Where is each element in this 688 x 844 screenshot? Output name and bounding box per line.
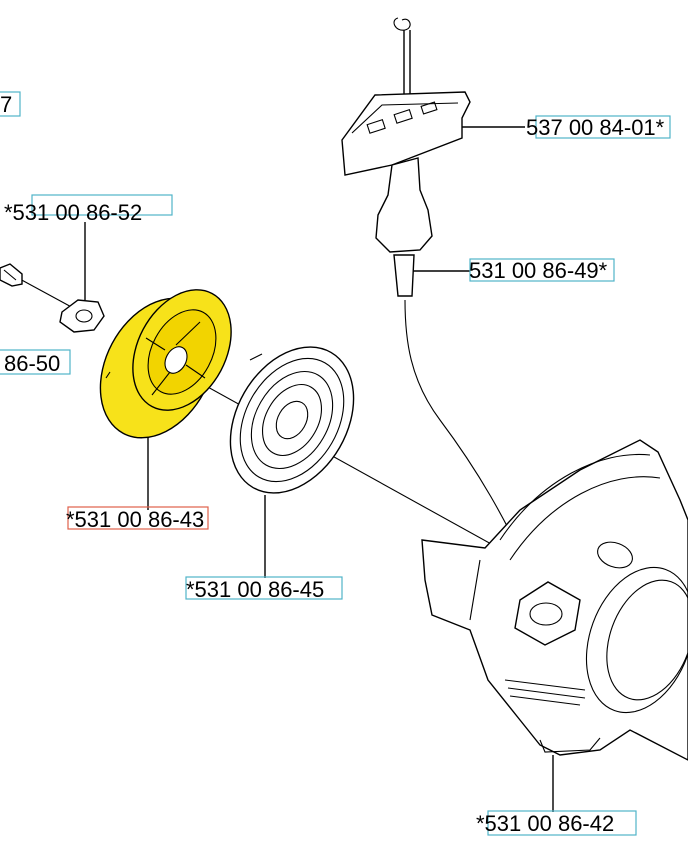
label-box-spring: [185, 576, 343, 600]
recoil-spring: [229, 346, 355, 494]
label-housing[interactable]: *531 00 86-42: [476, 811, 614, 836]
label-box-housing: [487, 810, 637, 836]
label-box-pulley: [67, 506, 209, 530]
label-boxes: [0, 91, 671, 836]
starter-handle: [341, 17, 471, 297]
label-box-partial-top: [0, 91, 21, 117]
label-handle[interactable]: 537 00 84-01*: [526, 115, 665, 140]
bolt: [0, 263, 23, 287]
pulley: [99, 289, 232, 439]
starter-housing: [421, 439, 688, 761]
label-bolt-washer[interactable]: *531 00 86-52: [4, 200, 142, 225]
label-spring[interactable]: *531 00 86-45: [186, 577, 324, 602]
label-rope[interactable]: 531 00 86-49*: [469, 258, 608, 283]
label-pulley[interactable]: *531 00 86-43: [66, 507, 204, 532]
label-box-bolt-washer: [31, 194, 173, 216]
label-partial-top[interactable]: 7: [0, 92, 12, 117]
washer: [59, 299, 105, 333]
label-box-partial-left: [0, 349, 71, 375]
label-box-rope: [469, 258, 615, 282]
part-labels: 7 *531 00 86-52 537 00 84-01* 531 00 86-…: [0, 92, 665, 836]
label-partial-left[interactable]: 86-50: [4, 351, 60, 376]
label-box-handle: [535, 115, 671, 139]
